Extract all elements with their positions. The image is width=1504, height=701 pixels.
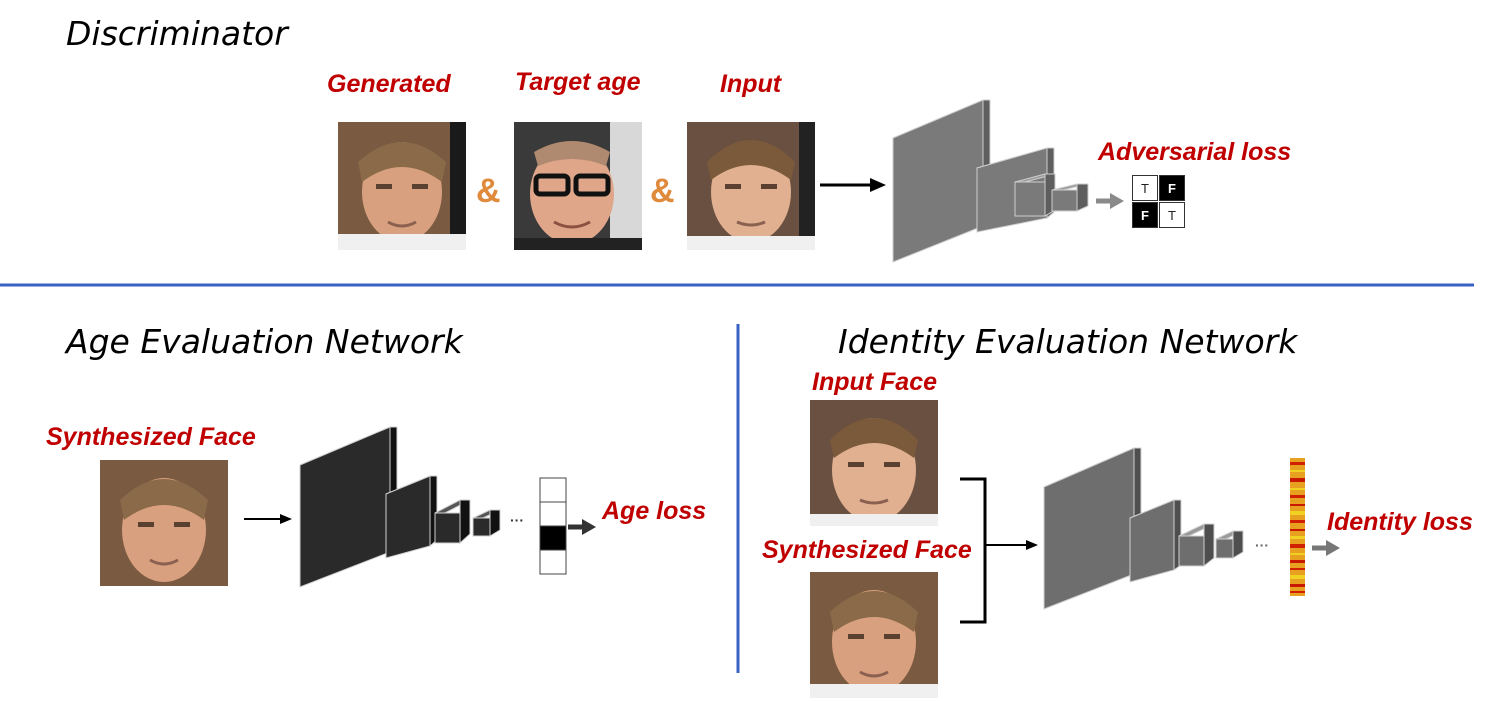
discriminator-input-arrow xyxy=(820,178,886,192)
ampersand-1: & xyxy=(476,172,501,210)
grid-cell-bl: F xyxy=(1132,202,1158,228)
target-age-face-image xyxy=(514,122,642,250)
target-age-label: Target age xyxy=(515,68,641,96)
discriminator-output-arrow xyxy=(1096,193,1124,209)
identity-loss-label: Identity loss xyxy=(1327,508,1473,536)
synthesized-face-label-age: Synthesized Face xyxy=(46,423,256,451)
synthesized-face-image-id xyxy=(810,572,938,698)
input-face-image xyxy=(687,122,815,250)
ampersand-2: & xyxy=(650,172,675,210)
adversarial-loss-label: Adversarial loss xyxy=(1098,138,1292,166)
identity-input-arrowhead xyxy=(1026,540,1038,550)
generated-face-image xyxy=(338,122,466,250)
synthesized-face-label-id: Synthesized Face xyxy=(762,536,972,564)
age-evaluation-title: Age Evaluation Network xyxy=(66,322,463,361)
age-ellipsis: ··· xyxy=(510,512,524,528)
age-input-arrow xyxy=(244,514,292,524)
synthesized-face-image-age xyxy=(100,460,228,586)
input-face-label: Input Face xyxy=(812,368,938,396)
identity-output-arrow xyxy=(1312,540,1340,556)
input-face-image-id xyxy=(810,400,938,526)
identity-cnn xyxy=(1043,447,1244,610)
input-label: Input xyxy=(720,70,782,98)
grid-cell-tr: F xyxy=(1159,175,1185,201)
adversarial-loss-grid: T F F T xyxy=(1132,175,1186,229)
grid-cell-br: T xyxy=(1159,202,1185,228)
age-cnn xyxy=(299,426,501,588)
discriminator-title: Discriminator xyxy=(66,14,288,53)
identity-ellipsis: ··· xyxy=(1255,537,1269,553)
identity-bracket xyxy=(960,477,1028,624)
age-output-vector xyxy=(539,477,567,575)
grid-cell-tl: T xyxy=(1132,175,1158,201)
age-loss-label: Age loss xyxy=(602,497,707,525)
discriminator-cnn xyxy=(892,99,1089,263)
identity-feature-vector xyxy=(1290,458,1305,596)
age-output-arrow xyxy=(568,519,596,535)
identity-evaluation-title: Identity Evaluation Network xyxy=(838,322,1298,361)
generated-label: Generated xyxy=(327,70,451,98)
